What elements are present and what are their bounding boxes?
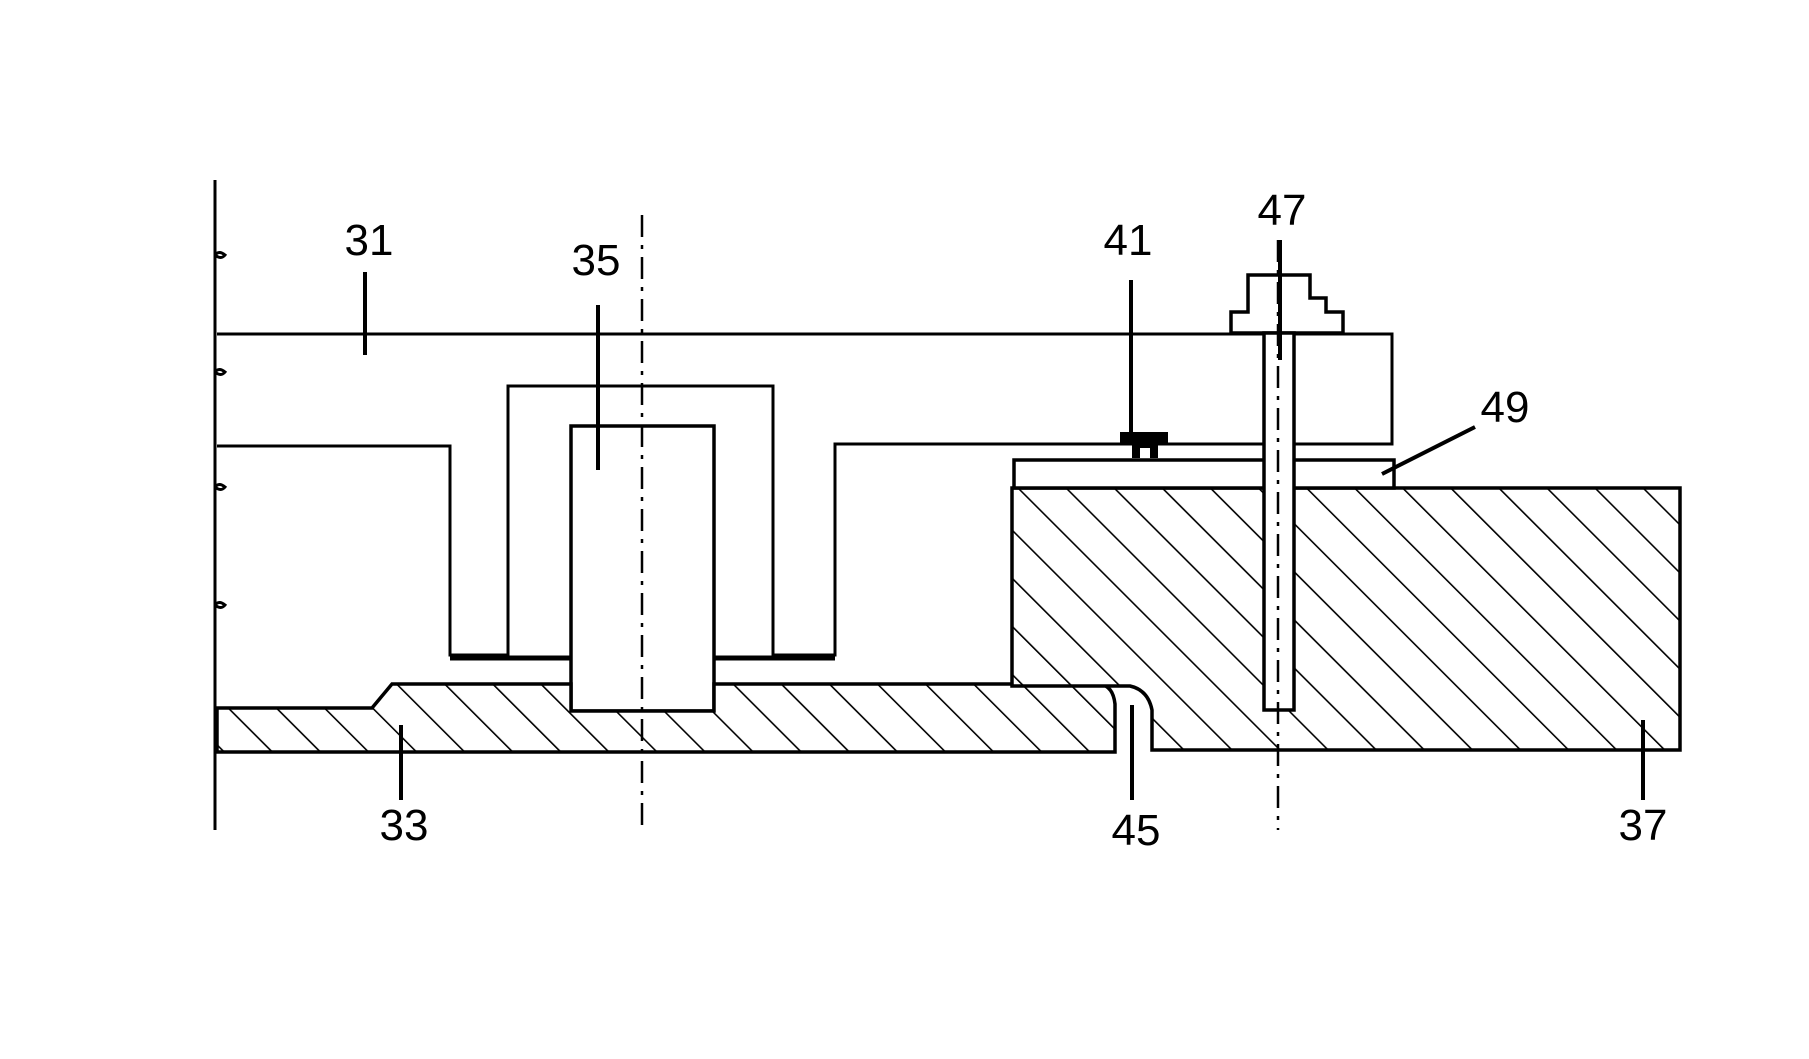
label-37: 37: [1619, 801, 1668, 850]
label-49: 49: [1481, 383, 1530, 432]
label-35: 35: [572, 236, 621, 285]
plate-49: [1014, 460, 1394, 488]
leader-49: [1382, 427, 1475, 474]
clip-41: [1120, 432, 1168, 458]
label-47: 47: [1258, 186, 1307, 235]
label-45: 45: [1112, 806, 1161, 855]
label-41: 41: [1104, 216, 1153, 265]
label-33: 33: [380, 801, 429, 850]
label-31: 31: [345, 216, 394, 265]
